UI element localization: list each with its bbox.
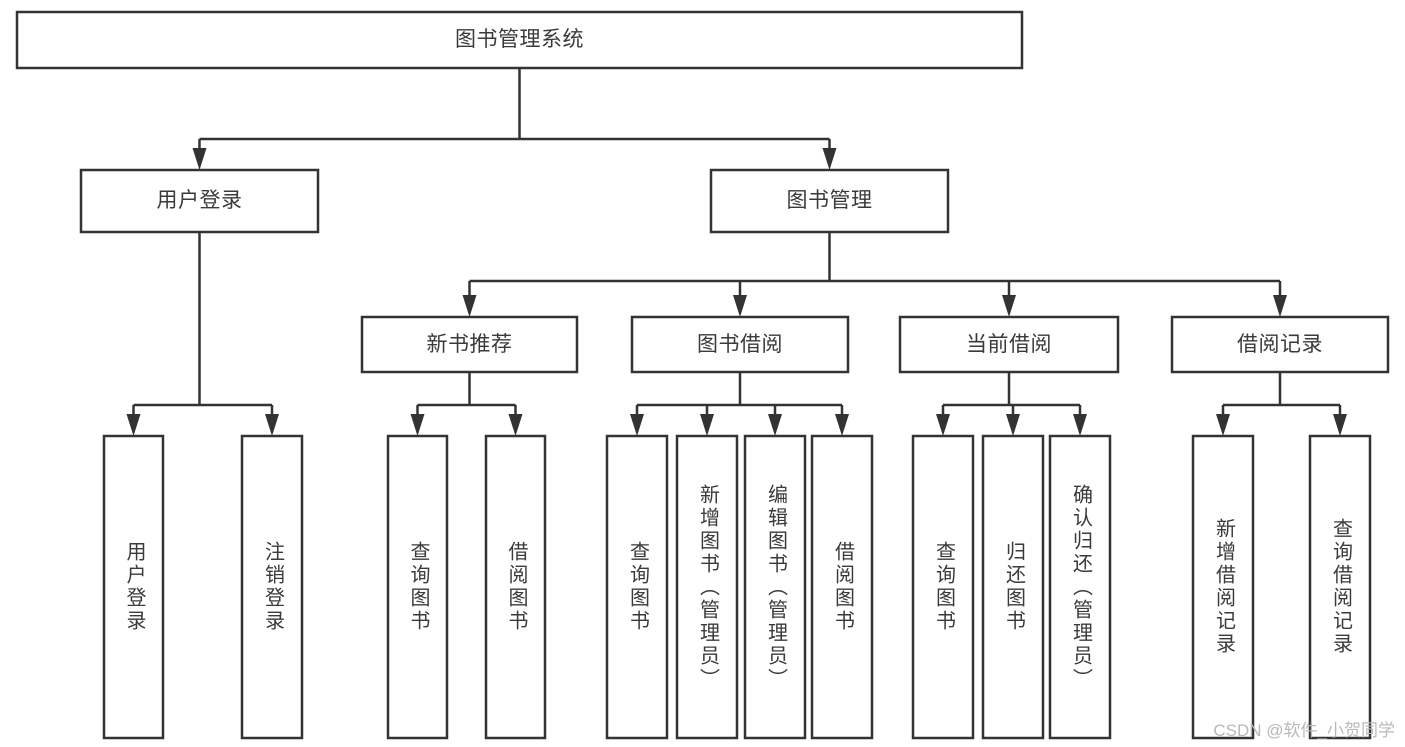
arrow-head-icon (508, 414, 523, 436)
arrow-head-icon (822, 148, 837, 170)
node-leaf-5[interactable] (675, 434, 739, 740)
node-leaf-2[interactable] (386, 434, 449, 740)
node-leaf-6[interactable] (743, 434, 807, 740)
node-level2-1[interactable] (709, 168, 950, 234)
watermark-text: CSDN @软件_小贺同学 (1213, 721, 1395, 740)
arrow-head-icon (1073, 414, 1087, 436)
node-level3-2[interactable] (898, 315, 1120, 374)
node-root[interactable] (15, 10, 1024, 70)
arrow-head-icon (835, 414, 849, 436)
node-level3-0[interactable] (360, 315, 579, 374)
connector-layer (126, 68, 1347, 436)
node-leaf-7[interactable] (810, 434, 874, 740)
node-leaf-11[interactable] (1191, 434, 1255, 740)
arrow-head-icon (126, 414, 141, 436)
arrow-head-icon (1216, 414, 1230, 436)
arrow-head-icon (192, 148, 207, 170)
node-leaf-4[interactable] (605, 434, 669, 740)
arrow-head-icon (733, 295, 747, 317)
node-level2-0[interactable] (79, 168, 320, 234)
arrow-head-icon (265, 414, 279, 436)
arrow-head-icon (1006, 414, 1020, 436)
node-leaf-3[interactable] (484, 434, 547, 740)
node-leaf-8[interactable] (911, 434, 975, 740)
arrow-head-icon (1273, 295, 1287, 317)
arrow-head-icon (630, 414, 644, 436)
node-leaf-10[interactable] (1048, 434, 1112, 740)
arrow-head-icon (700, 414, 714, 436)
node-level3-3[interactable] (1170, 315, 1390, 374)
node-level3-1[interactable] (630, 315, 850, 374)
node-leaf-1[interactable] (240, 434, 304, 740)
arrow-head-icon (410, 414, 425, 436)
arrow-head-icon (462, 295, 477, 317)
arrow-head-icon (1333, 414, 1347, 436)
node-leaf-9[interactable] (981, 434, 1045, 740)
node-leaf-12[interactable] (1308, 434, 1372, 740)
arrow-head-icon (936, 414, 950, 436)
arrow-head-icon (768, 414, 782, 436)
box-layer (15, 10, 1390, 740)
node-leaf-0[interactable] (102, 434, 165, 740)
arrow-head-icon (1002, 295, 1016, 317)
